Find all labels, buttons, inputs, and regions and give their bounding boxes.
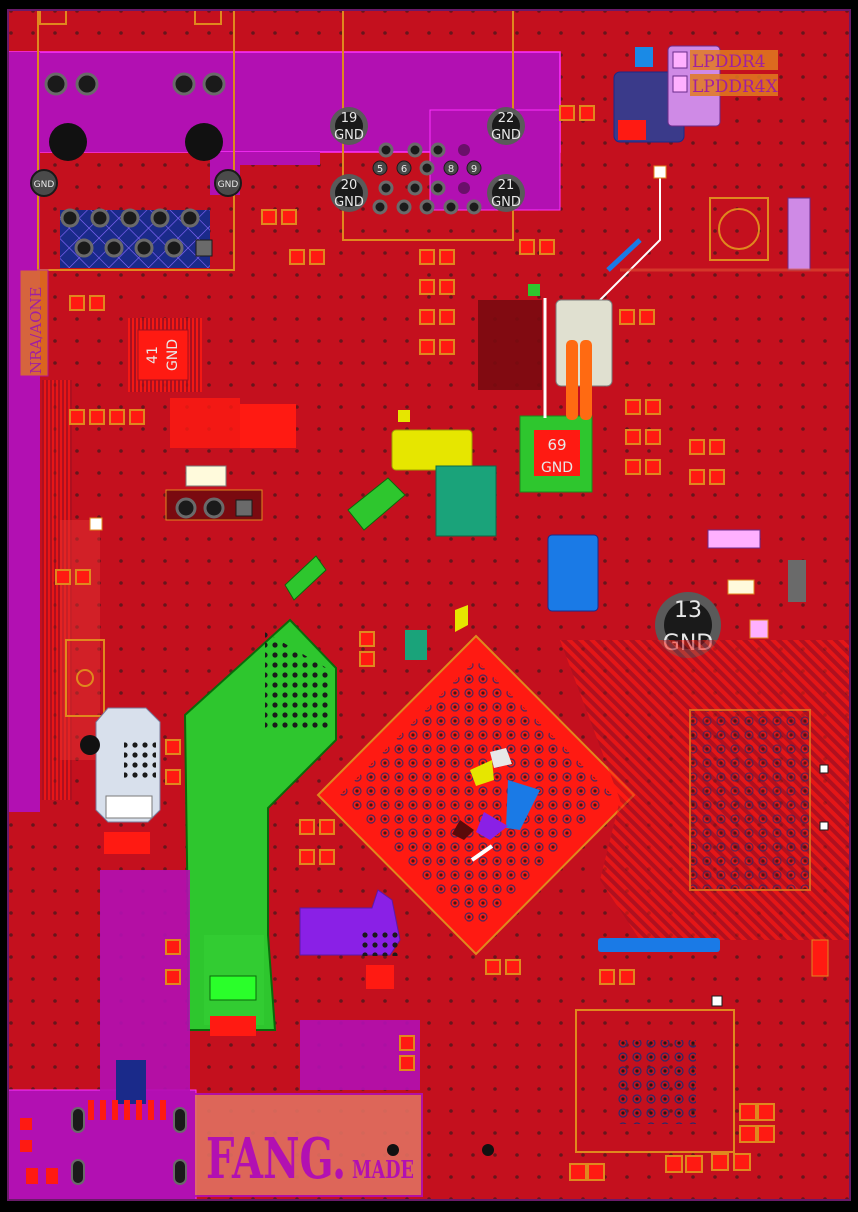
connector-pin-labels: 5 6 8 9	[372, 160, 482, 176]
smd-passives	[55, 105, 725, 1071]
brand-sub-text: MADE	[352, 1155, 414, 1184]
ddr-option-block: LPDDR4 LPDDR4X	[613, 45, 779, 143]
ic-41-gnd[interactable]: 41 GND	[128, 318, 202, 392]
svg-text:22: 22	[498, 111, 515, 126]
green-ground-plane	[183, 618, 337, 1036]
svg-text:GND: GND	[218, 180, 239, 190]
svg-text:GND: GND	[165, 339, 181, 371]
svg-text:6: 6	[401, 164, 407, 175]
svg-text:NRA/AONE: NRA/AONE	[27, 286, 45, 374]
bottom-right-bga	[482, 995, 775, 1181]
pin-header-hatched	[60, 208, 213, 268]
right-regions	[620, 268, 850, 639]
right-top-components	[599, 165, 811, 301]
pin-9: 9	[466, 160, 482, 176]
svg-text:GND: GND	[491, 128, 521, 143]
svg-text:21: 21	[498, 178, 515, 193]
svg-text:GND: GND	[541, 460, 573, 476]
gnd-pad-22[interactable]: 22 GND	[487, 107, 525, 145]
svg-text:GND: GND	[34, 180, 55, 190]
svg-text:GND: GND	[491, 195, 521, 210]
usb-connector-area-bottom-left	[7, 870, 420, 1201]
ddr-trace-fan	[560, 640, 850, 977]
svg-text:9: 9	[471, 164, 477, 175]
ddr-label-lpddr4: LPDDR4	[692, 52, 766, 72]
ic-69-gnd[interactable]: 69 GND	[519, 415, 593, 493]
brand-main-text: FANG.	[206, 1126, 346, 1192]
svg-text:19: 19	[341, 111, 358, 126]
svg-text:20: 20	[341, 178, 358, 193]
gnd-pad-20[interactable]: 20 GND	[330, 174, 368, 212]
pin-5: 5	[372, 160, 388, 176]
soc-bga-diamond	[316, 634, 636, 956]
gnd-pad-small-left[interactable]: GND	[30, 169, 58, 197]
pin-8: 8	[443, 160, 459, 176]
board-outline-highlight	[7, 9, 851, 1201]
gnd-pad-small-right[interactable]: GND	[214, 169, 242, 197]
purple-pmic	[299, 889, 401, 989]
vertical-tag: NRA/AONE	[19, 269, 49, 377]
svg-text:GND: GND	[334, 128, 364, 143]
svg-text:8: 8	[448, 164, 454, 175]
svg-text:69: 69	[547, 436, 566, 454]
ddr-label-lpddr4x: LPDDR4X	[692, 77, 779, 97]
left-column-components	[42, 380, 296, 854]
pin-6: 6	[396, 160, 412, 176]
gnd-pad-19[interactable]: 19 GND	[330, 107, 368, 145]
gnd-pad-21[interactable]: 21 GND	[487, 174, 525, 212]
power-components-cluster	[284, 284, 613, 660]
svg-text:5: 5	[377, 164, 383, 175]
brand-label: FANG. MADE	[193, 1093, 423, 1197]
svg-text:GND: GND	[334, 195, 364, 210]
svg-text:13: 13	[674, 598, 702, 623]
svg-text:41: 41	[145, 346, 161, 364]
